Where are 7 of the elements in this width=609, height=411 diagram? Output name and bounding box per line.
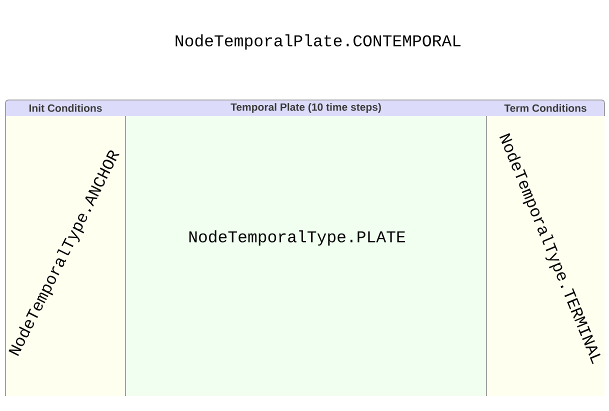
column-header: Init Conditions [5,100,126,116]
column-panel [486,116,605,396]
column-header: Term Conditions [486,100,605,116]
title: NodeTemporalPlate.CONTEMPORAL [176,34,460,50]
panel-label: NodeTemporalType.PLATE [189,230,406,246]
column-panel [125,116,487,396]
column-panel [5,116,126,396]
